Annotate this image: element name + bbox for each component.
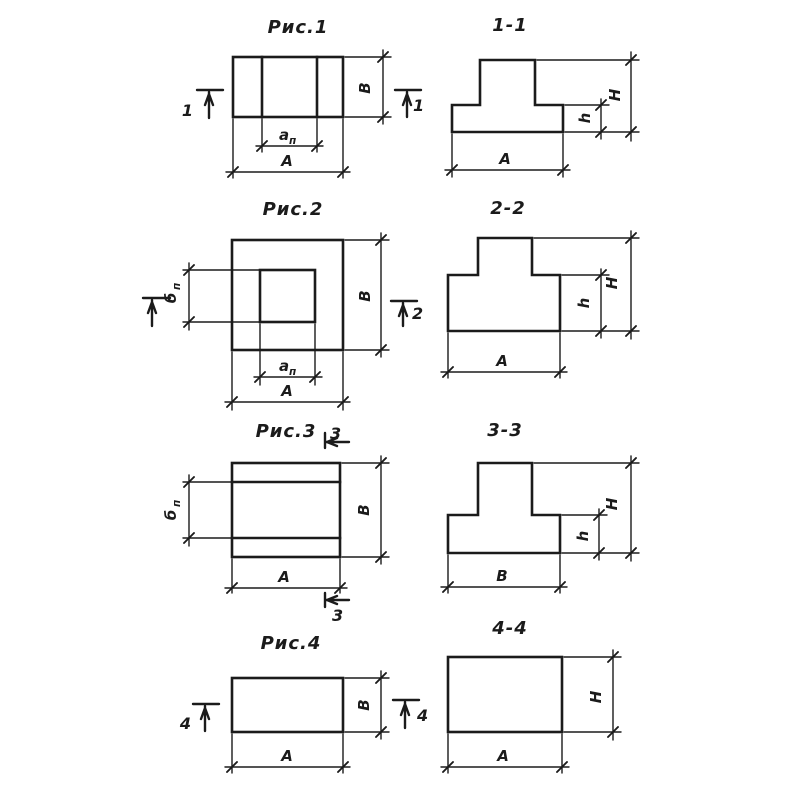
figure-2-plan: Рис.2 2 В б п а п А (141, 199, 423, 411)
fig1-dim-A-label: А (280, 152, 293, 170)
sec1-dim-h-label: h (576, 113, 594, 124)
fig3-dim-A-label: А (277, 568, 290, 586)
fig3-dim-bp-label: б (162, 510, 180, 520)
fig1-dim-B-label: В (356, 82, 374, 93)
fig3-dimension-lines (182, 455, 390, 594)
fig1-section-cut-left-icon (195, 88, 225, 120)
fig2-dim-bp-label-group: б п (162, 283, 183, 304)
sec2-dim-A-label: А (495, 352, 508, 370)
fig2-outline (230, 238, 345, 352)
fig1-mark-right-number: 1 (413, 96, 424, 115)
sec1-profile (450, 58, 565, 134)
fig1-dimension-lines (225, 49, 392, 179)
fig2-dim-bp-label: б (162, 293, 180, 303)
fig1-internal-lines (260, 55, 319, 119)
sec1-dimension-lines (444, 51, 640, 178)
sec3-dim-B-label: В (496, 567, 507, 585)
sec2-dim-H-label: Н (603, 276, 621, 289)
sec4-dimension-lines (440, 649, 622, 774)
fig2-dim-B-label: В (356, 290, 374, 301)
figure-1-plan: Рис.1 1 1 В а п А (182, 17, 424, 179)
fig1-dimension-ticks (227, 51, 389, 178)
sec3-dim-h-label: h (574, 531, 592, 542)
fig1-outline (231, 55, 345, 119)
sec2-profile (446, 236, 562, 333)
fig3-internal-lines (230, 480, 342, 540)
sec3-dim-H-label: Н (603, 497, 621, 510)
sec4-dim-H-label: Н (587, 690, 605, 703)
sec3-dimension-ticks (442, 457, 637, 593)
fig4-mark-left-number: 4 (179, 714, 191, 733)
fig2-title: Рис.2 (263, 199, 324, 220)
sec3-profile (446, 461, 562, 555)
section-2-2: 2-2 Н h А (440, 198, 640, 379)
fig1-dim-ap-label: а (279, 126, 289, 144)
fig2-section-cut-left-icon (141, 296, 172, 328)
fig3-dim-B-label: В (355, 504, 373, 515)
fig2-dim-ap-label: а (279, 357, 289, 375)
sec3-dimension-lines (440, 455, 640, 594)
section-1-1: 1-1 Н h А (444, 15, 640, 178)
fig2-dimension-ticks (183, 234, 387, 408)
sec1-dim-H-label: Н (606, 88, 624, 101)
fig4-outline (230, 676, 345, 734)
fig4-section-cut-right-icon (391, 698, 421, 730)
figure-4-plan: Рис.4 4 4 В А (179, 633, 428, 774)
sec4-dimension-ticks (442, 651, 619, 773)
section-3-3: 3-3 Н h В (440, 420, 640, 594)
fig4-dim-A-label: А (280, 747, 293, 765)
sec1-dim-A-label: А (498, 150, 511, 168)
sec2-dimension-lines (440, 230, 640, 379)
fig4-title: Рис.4 (261, 633, 322, 654)
sec1-title: 1-1 (492, 15, 528, 36)
sec3-title: 3-3 (487, 420, 523, 441)
fig1-section-cut-right-icon (393, 88, 423, 119)
fig2-section-cut-right-icon (389, 299, 419, 328)
fig4-dimension-ticks (226, 672, 387, 773)
fig2-inner-column-outline (258, 268, 317, 324)
section-4-4: 4-4 Н А (440, 618, 622, 774)
sec4-dim-A-label: А (496, 747, 509, 765)
fig3-dimension-ticks (183, 457, 387, 594)
sec4-title: 4-4 (491, 618, 528, 639)
sec4-profile (446, 655, 564, 734)
fig3-mark-bottom-number: 3 (332, 606, 343, 625)
sec1-dimension-ticks (446, 54, 637, 176)
fig3-dim-bp-subscript: п (171, 500, 183, 507)
fig4-dimension-lines (224, 670, 390, 774)
fig3-section-cut-top-icon (323, 431, 351, 450)
fig2-mark-right-number: 2 (412, 304, 423, 323)
figure-3-plan: Рис.3 3 3 В б п А (162, 421, 390, 625)
fig4-mark-right-number: 4 (416, 706, 428, 725)
fig2-dim-ap-subscript: п (289, 366, 296, 378)
fig3-title: Рис.3 (256, 421, 317, 442)
fig4-dim-B-label: В (355, 699, 373, 710)
sec2-title: 2-2 (490, 198, 526, 219)
fig1-title: Рис.1 (268, 17, 329, 38)
fig4-section-cut-left-icon (191, 702, 221, 733)
fig3-dim-bp-label-group: б п (162, 500, 183, 521)
fig1-mark-left-number: 1 (182, 101, 193, 120)
fig3-mark-top-number: 3 (330, 424, 341, 443)
sec2-dim-h-label: h (575, 298, 593, 309)
sec2-dimension-ticks (442, 232, 637, 378)
fig2-dim-A-label: А (280, 382, 293, 400)
fig2-dimension-lines (182, 232, 390, 411)
fig1-dim-ap-subscript: п (289, 135, 296, 147)
fig3-outline (230, 461, 342, 559)
fig3-section-cut-bottom-icon (323, 591, 351, 609)
fig2-dim-bp-subscript: п (171, 283, 183, 290)
